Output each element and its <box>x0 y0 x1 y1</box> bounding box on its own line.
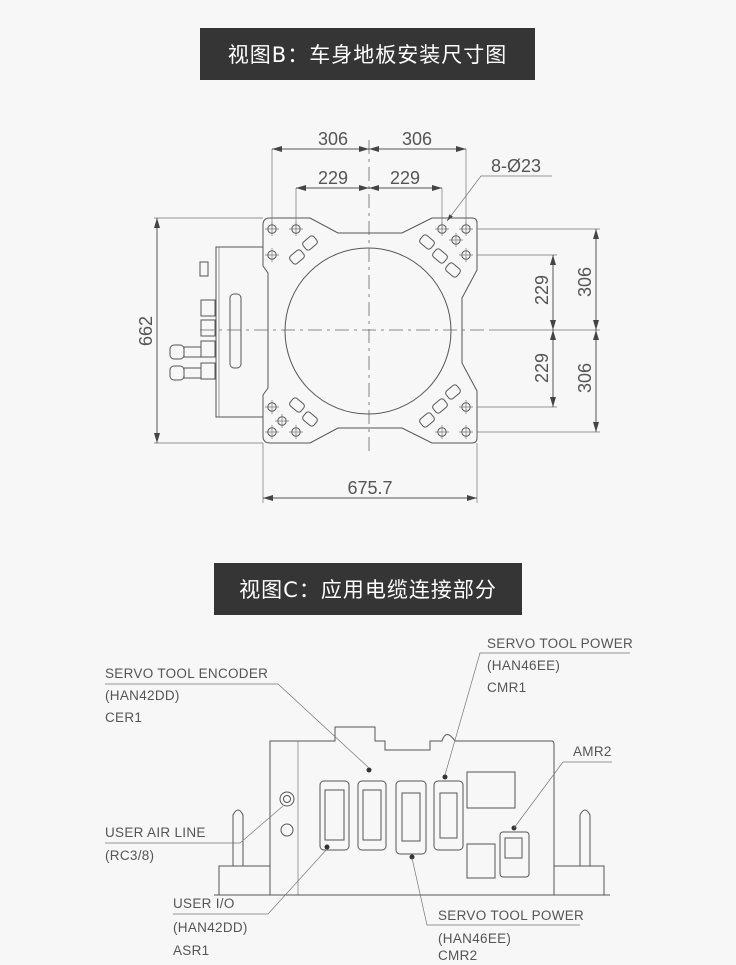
label-power2-name: SERVO TOOL POWER <box>438 908 584 923</box>
label-air-type: (RC3/8) <box>105 848 154 863</box>
label-power1-type: (HAN46EE) <box>487 658 560 673</box>
dim-top-outer-left: 306 <box>318 129 348 149</box>
hole-callout: 8-Ø23 <box>491 156 541 176</box>
label-encoder-code: CER1 <box>105 710 142 725</box>
dim-width: 675.7 <box>347 478 392 498</box>
label-encoder-name: SERVO TOOL ENCODER <box>105 666 268 681</box>
cable-connection-drawing: SERVO TOOL ENCODER (HAN42DD) CER1 SERVO … <box>105 636 633 963</box>
dim-right-inner-top: 229 <box>532 275 552 305</box>
label-userio-type: (HAN42DD) <box>173 920 248 935</box>
side-connectors <box>169 261 216 381</box>
connectors <box>319 771 530 879</box>
dim-top-outer-right: 306 <box>402 129 432 149</box>
label-amr2: AMR2 <box>573 744 612 759</box>
dim-top-inner-left: 229 <box>318 168 348 188</box>
label-encoder-type: (HAN42DD) <box>105 688 180 703</box>
dim-right-outer-bottom: 306 <box>575 363 595 393</box>
view-c-title: 视图C：应用电缆连接部分 <box>214 563 522 615</box>
dim-right-outer-top: 306 <box>575 267 595 297</box>
label-power2-type: (HAN46EE) <box>438 931 511 946</box>
floor-mount-drawing: 306 306 229 229 8-Ø23 662 675.7 229 229 … <box>136 129 600 503</box>
label-air-name: USER AIR LINE <box>105 825 206 840</box>
label-power2-code: CMR2 <box>438 948 477 963</box>
dim-top-inner-right: 229 <box>390 168 420 188</box>
label-power1-code: CMR1 <box>487 680 526 695</box>
dim-height: 662 <box>136 316 156 346</box>
label-userio-code: ASR1 <box>173 943 209 958</box>
label-userio-name: USER I/O <box>173 896 235 911</box>
label-power1-name: SERVO TOOL POWER <box>487 636 633 651</box>
dim-right-inner-bottom: 229 <box>532 353 552 383</box>
view-b-title: 视图B：车身地板安装尺寸图 <box>200 28 535 80</box>
